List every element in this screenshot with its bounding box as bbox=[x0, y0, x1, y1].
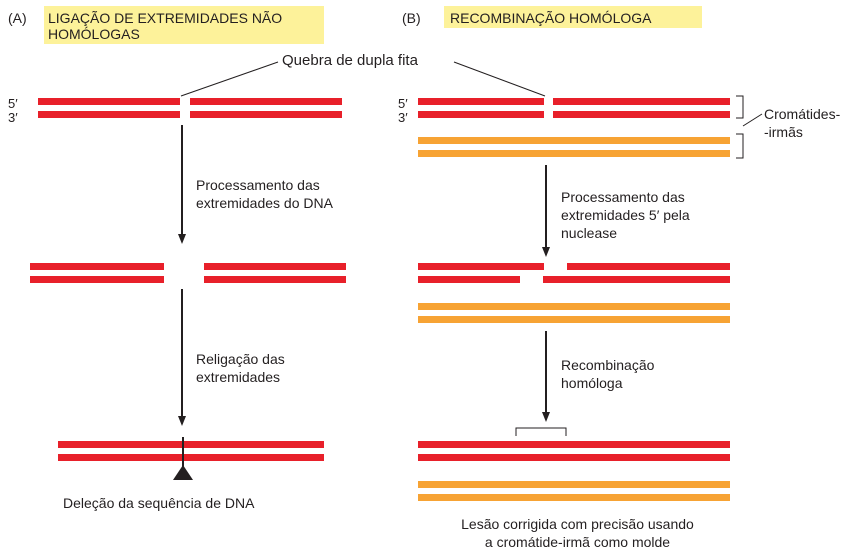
break-label: Quebra de dupla fita bbox=[282, 52, 418, 69]
deletion-junction-mark bbox=[182, 437, 184, 467]
deletion-triangle-icon bbox=[173, 465, 193, 480]
arrow-head bbox=[178, 234, 186, 244]
panel-b-result-line1: Lesão corrigida com precisão usando bbox=[461, 516, 694, 532]
sister-chromatids-line1: Cromátides- bbox=[764, 106, 841, 122]
panel-a-step1-line2: extremidades do DNA bbox=[196, 195, 333, 211]
dna-strand bbox=[543, 276, 730, 283]
arrow-shaft bbox=[181, 289, 183, 417]
panel-a-step2-line1: Religação das bbox=[196, 351, 285, 367]
panel-b-step1-line3: nuclease bbox=[561, 225, 618, 241]
dna-strand bbox=[418, 441, 730, 448]
panel-a-result: Deleção da sequência de DNA bbox=[63, 495, 255, 511]
panel-a-title-line1: LIGAÇÃO DE EXTREMIDADES NÃO bbox=[48, 10, 283, 26]
dna-strand bbox=[418, 263, 544, 270]
bracket-connector bbox=[742, 113, 763, 127]
panel-a-letter: (A) bbox=[8, 10, 27, 26]
panel-b-step1-line2: extremidades 5′ pela bbox=[561, 207, 690, 223]
arrow-head bbox=[542, 412, 550, 422]
bracket-bottom-chromatid bbox=[736, 133, 744, 159]
arrow-head bbox=[542, 247, 550, 257]
panel-b-letter: (B) bbox=[402, 10, 421, 26]
arrow-shaft bbox=[545, 165, 547, 248]
panel-b-3prime: 3′ bbox=[398, 110, 408, 125]
dna-strand bbox=[418, 454, 730, 461]
break-pointer-a bbox=[180, 61, 279, 97]
panel-b-step2-line2: homóloga bbox=[561, 375, 623, 391]
dna-strand bbox=[190, 98, 342, 105]
dna-strand bbox=[58, 441, 324, 448]
dna-strand bbox=[190, 111, 342, 118]
dna-strand bbox=[30, 276, 164, 283]
panel-a-step2-line2: extremidades bbox=[196, 369, 281, 385]
sister-dna-strand bbox=[418, 303, 730, 310]
arrow-head bbox=[178, 416, 186, 426]
dna-strand bbox=[553, 111, 730, 118]
dna-strand bbox=[58, 454, 324, 461]
dna-strand bbox=[38, 98, 180, 105]
panel-b-step1-line1: Processamento das bbox=[561, 189, 685, 205]
sister-dna-strand bbox=[418, 137, 730, 144]
panel-b-step2-line1: Recombinação bbox=[561, 357, 655, 373]
dna-strand bbox=[30, 263, 164, 270]
panel-b-5prime: 5′ bbox=[398, 96, 408, 111]
sister-chromatids-line2: -irmãs bbox=[764, 124, 803, 140]
dna-strand bbox=[567, 263, 730, 270]
panel-b-title-highlight bbox=[444, 6, 702, 28]
panel-b-result-line2: a cromátide-irmã como molde bbox=[484, 534, 671, 550]
break-pointer-b bbox=[453, 61, 546, 97]
dna-strand bbox=[204, 263, 346, 270]
dna-strand bbox=[204, 276, 346, 283]
sister-dna-strand bbox=[418, 481, 730, 488]
panel-a-step1-line1: Processamento das bbox=[196, 177, 320, 193]
panel-a-3prime: 3′ bbox=[8, 110, 18, 125]
arrow-shaft bbox=[181, 125, 183, 235]
bracket-top-chromatid bbox=[736, 95, 744, 119]
dna-strand bbox=[553, 98, 730, 105]
sister-dna-strand bbox=[418, 150, 730, 157]
panel-a-title-highlight bbox=[44, 6, 324, 44]
sister-dna-strand bbox=[418, 316, 730, 323]
panel-a-title-line2: HOMÓLOGAS bbox=[48, 26, 140, 42]
panel-a-5prime: 5′ bbox=[8, 96, 18, 111]
dna-strand bbox=[418, 276, 520, 283]
dna-strand bbox=[38, 111, 180, 118]
dna-strand bbox=[418, 98, 544, 105]
panel-b-title: RECOMBINAÇÃO HOMÓLOGA bbox=[450, 10, 652, 26]
arrow-shaft bbox=[545, 331, 547, 413]
dna-strand bbox=[418, 111, 544, 118]
repaired-region-bracket bbox=[515, 427, 567, 436]
sister-dna-strand bbox=[418, 494, 730, 501]
